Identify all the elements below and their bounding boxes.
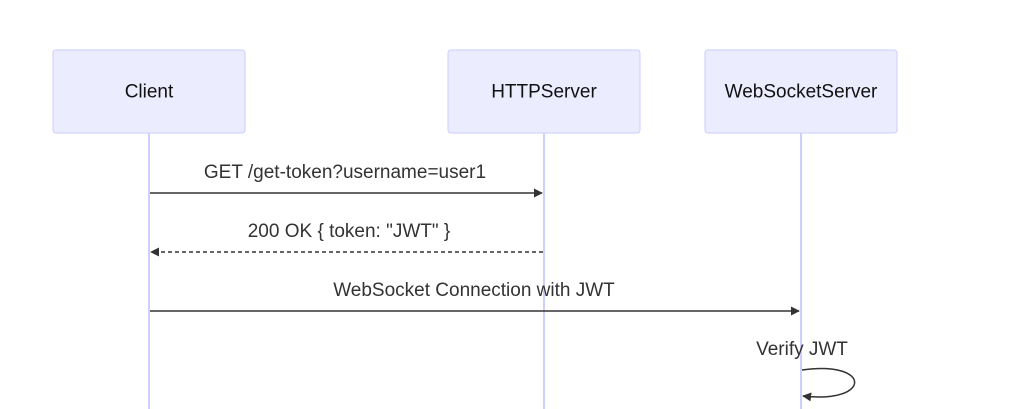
message-get-token: GET /get-token?username=user1 — [150, 162, 543, 198]
participant-websocketserver-label: WebSocketServer — [725, 82, 878, 103]
message-websocket-connect: WebSocket Connection with JWT — [150, 280, 800, 316]
message-verify-jwt-arrow — [801, 367, 856, 402]
participant-httpserver-label: HTTPServer — [491, 82, 597, 103]
participant-client-box — [52, 49, 246, 134]
message-token-response-label: 200 OK { token: "JWT" } — [248, 221, 451, 242]
participant-client-label: Client — [125, 82, 174, 103]
participant-httpserver: HTTPServer — [447, 49, 641, 134]
message-verify-jwt-label: Verify JWT — [756, 339, 848, 360]
participant-httpserver-box — [447, 49, 641, 134]
participant-client: Client — [52, 49, 246, 134]
message-websocket-connect-label: WebSocket Connection with JWT — [333, 280, 615, 301]
message-verify-jwt: Verify JWT — [756, 339, 856, 402]
participant-websocketserver-box — [704, 49, 898, 134]
message-token-response: 200 OK { token: "JWT" } — [150, 221, 543, 257]
participant-websocketserver: WebSocketServer — [704, 49, 898, 134]
message-get-token-label: GET /get-token?username=user1 — [204, 162, 486, 183]
